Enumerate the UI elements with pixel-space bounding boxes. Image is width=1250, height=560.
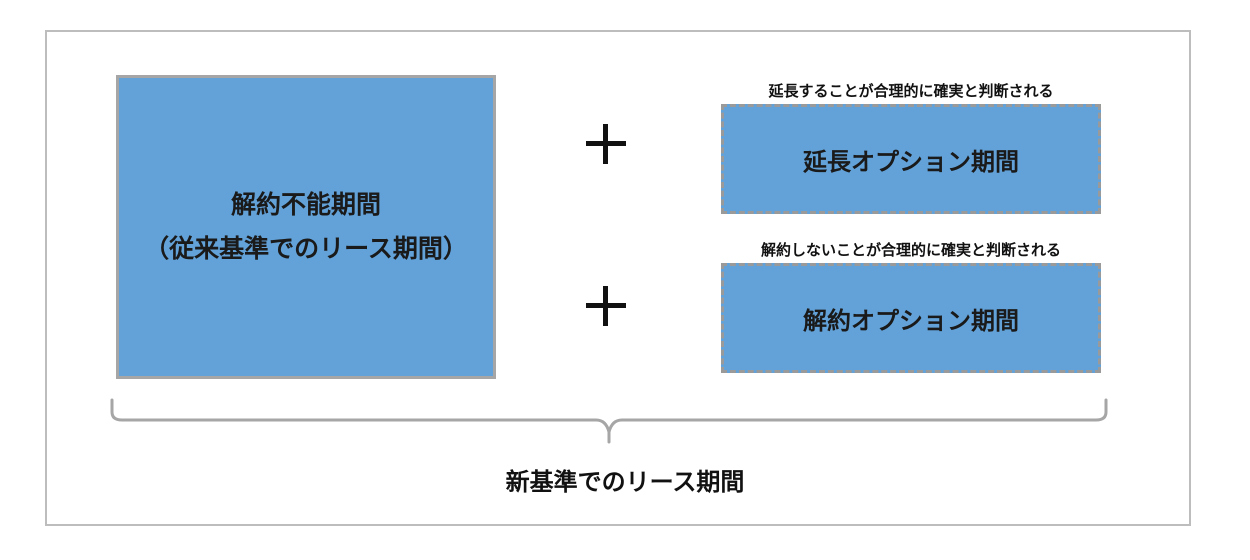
plus-icon <box>586 286 626 326</box>
new-standard-lease-term-label: 新基準でのリース期間 <box>505 468 745 496</box>
plus-icon <box>586 124 626 164</box>
non-cancellable-period-box: 解約不能期間 （従来基準でのリース期間） <box>116 75 496 379</box>
cancellation-option-label: 解約オプション期間 <box>803 306 1019 335</box>
previous-standard-lease-term-label: （従来基準でのリース期間） <box>144 234 468 263</box>
extension-option-label: 延長オプション期間 <box>803 147 1019 176</box>
extension-option-box: 延長オプション期間 <box>721 104 1101 214</box>
cancellation-option-caption: 解約しないことが合理的に確実と判断される <box>760 241 1061 259</box>
non-cancellable-period-label: 解約不能期間 <box>230 190 381 219</box>
cancellation-option-box: 解約オプション期間 <box>721 263 1101 373</box>
curly-brace-icon <box>110 398 1108 444</box>
extension-option-caption: 延長することが合理的に確実と判断される <box>768 82 1054 100</box>
